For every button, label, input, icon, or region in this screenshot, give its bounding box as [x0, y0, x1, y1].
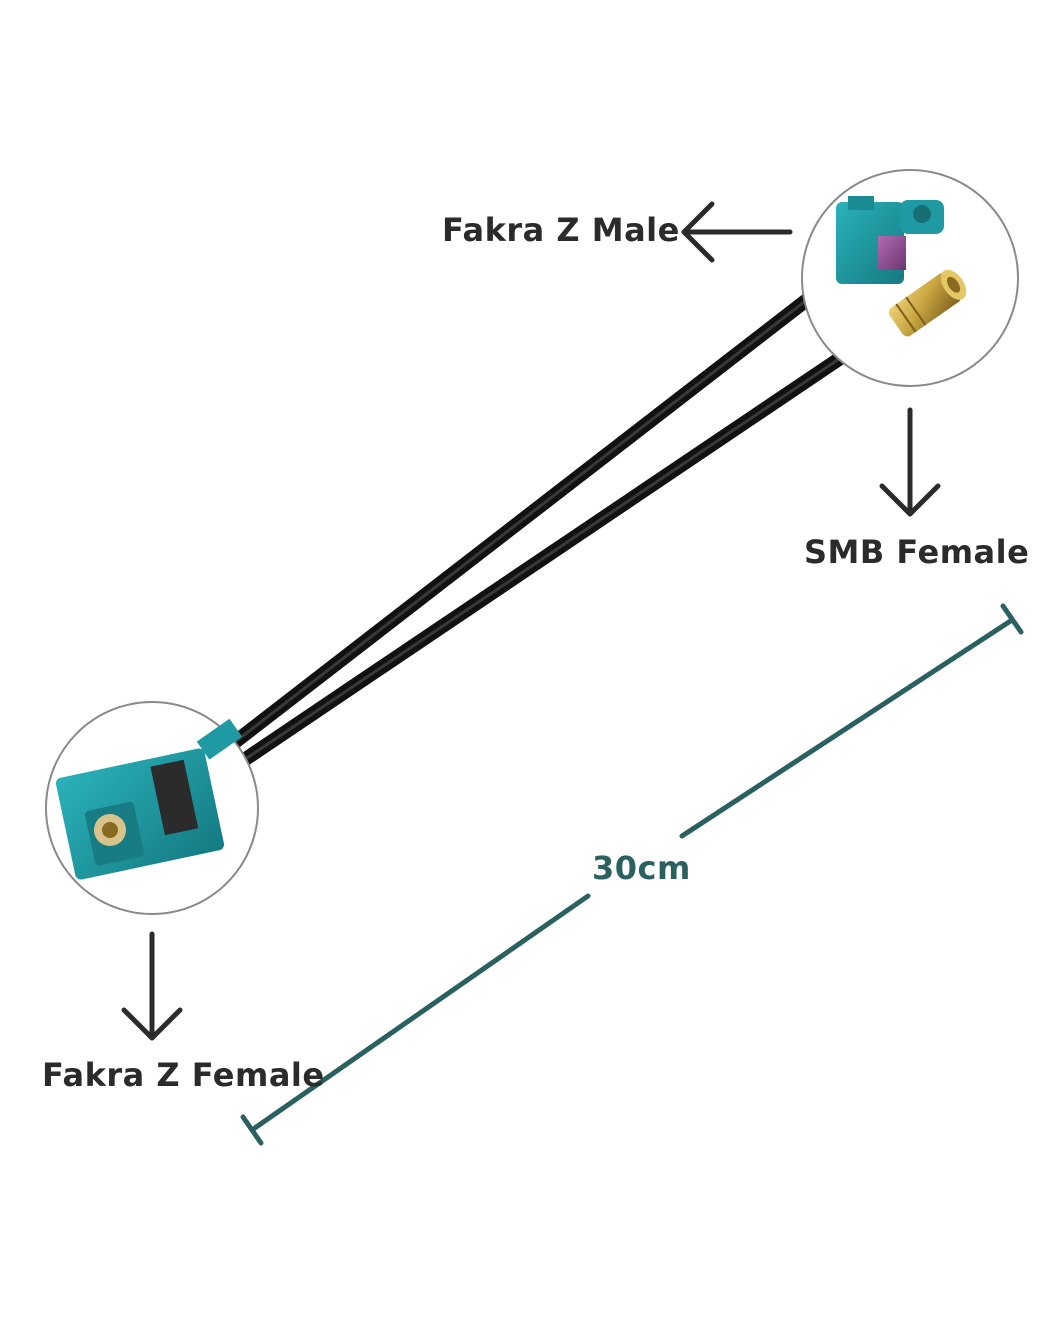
fakra-z-male-label: Fakra Z Male: [442, 211, 680, 249]
fakra-male-connector: [836, 196, 944, 284]
top-connectors-circle: [801, 169, 1019, 387]
smb-female-label: SMB Female: [804, 533, 1030, 571]
cable-length-label: 30cm: [592, 849, 691, 887]
fakra-z-female-label: Fakra Z Female: [42, 1056, 325, 1094]
arrow-to-fakra-female: [121, 931, 183, 1041]
cables: [228, 275, 889, 767]
arrow-to-smb-female: [879, 407, 941, 517]
fakra-female-connector: [55, 718, 243, 880]
smb-female-connector: [888, 269, 967, 337]
dimension-line: [240, 603, 1024, 1146]
arrow-to-fakra-male: [681, 201, 793, 263]
bottom-connector-circle: [45, 701, 259, 915]
